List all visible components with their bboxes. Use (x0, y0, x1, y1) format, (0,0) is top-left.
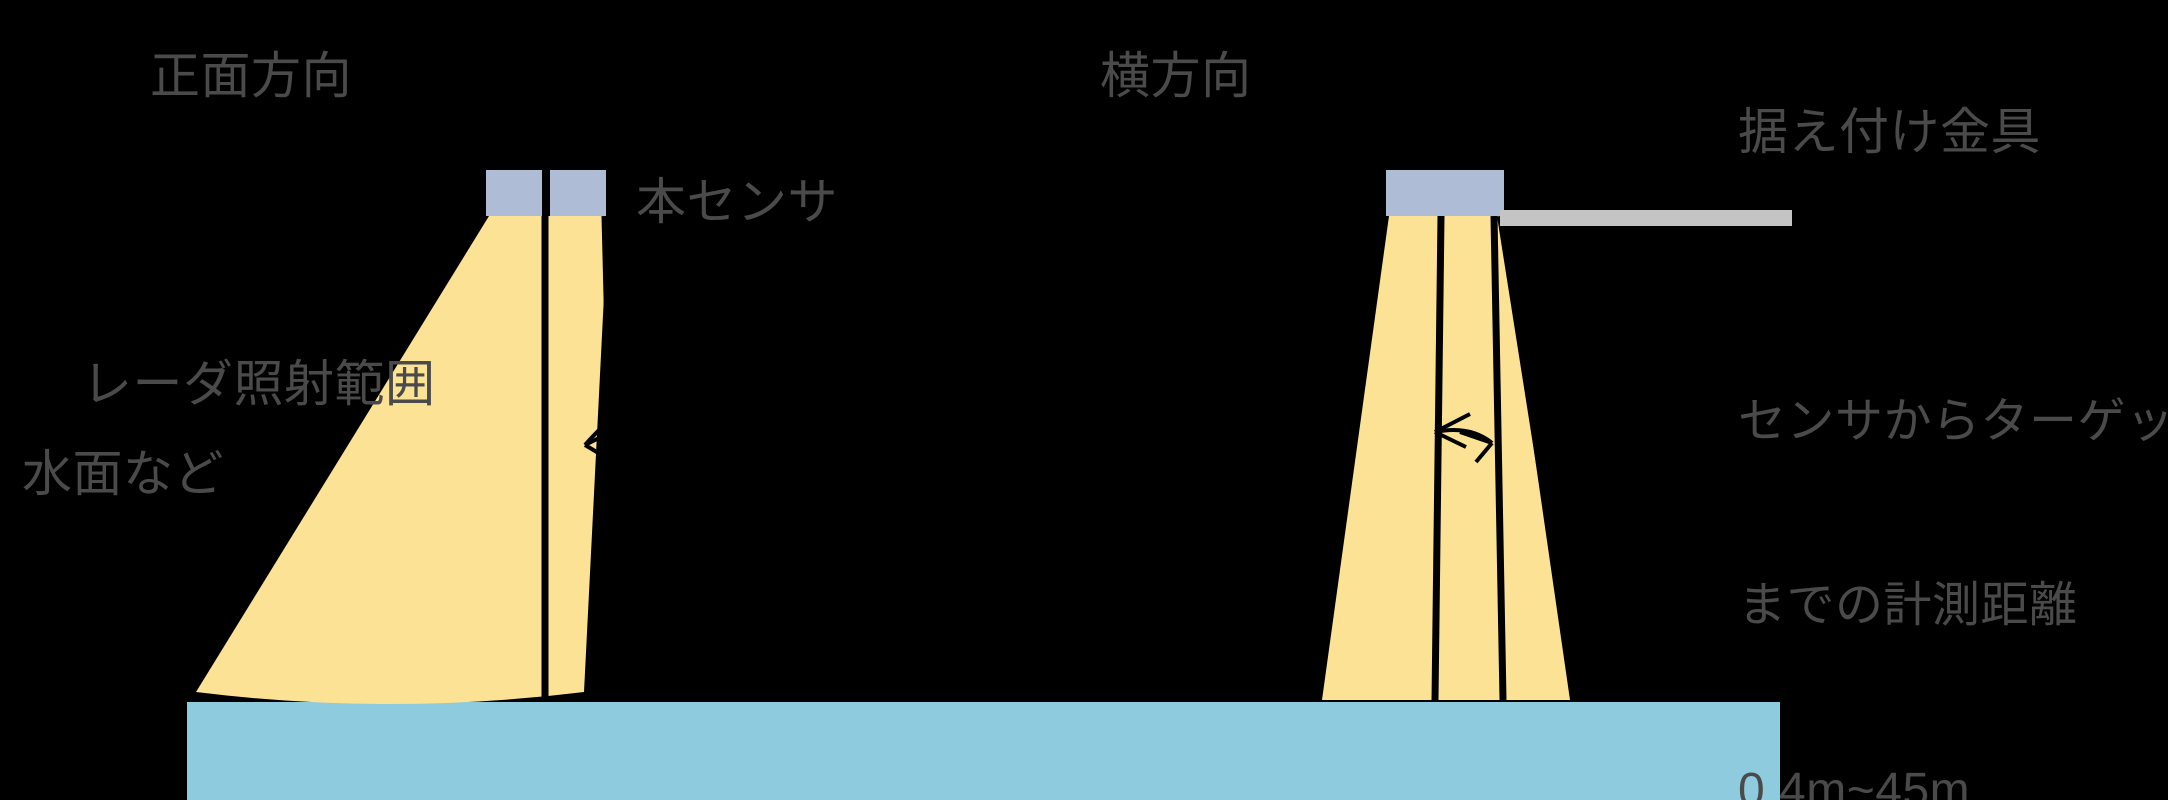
side-radar-beam (1322, 216, 1570, 700)
front-sensor-block-left (486, 170, 542, 216)
label-front-view: 正面方向 (150, 48, 352, 104)
label-radar-range: レーダ照射範囲 (82, 356, 436, 412)
distance-range-value: 0.4m~45m (1738, 763, 1971, 800)
mounting-bracket-bar (1500, 210, 1792, 226)
front-sensor-block-right (550, 170, 606, 216)
side-angle-arrowhead-right (1459, 430, 1494, 464)
front-radar-beam (196, 216, 608, 704)
front-view-group (196, 170, 667, 704)
label-water-surface: 水面など (22, 446, 224, 502)
side-beam-center-axis (1431, 215, 1445, 701)
label-side-view: 横方向 (1100, 48, 1252, 104)
label-measurement-distance: センサからターゲット までの計測距離 0.4m~45m (1738, 268, 2168, 800)
front-inner-beam-edge (601, 215, 621, 701)
front-angle-arrowhead-right (622, 380, 667, 434)
distance-text-line-1: センサからターゲット (1738, 394, 2168, 448)
side-sensor-block (1386, 170, 1504, 216)
label-sensor: 本センサ (636, 174, 838, 230)
side-beam-tilt-line (1497, 215, 1549, 509)
label-mounting-bracket: 据え付け金具 (1738, 104, 2041, 160)
water-surface-band (187, 702, 1780, 800)
front-angle-arrowhead-left (583, 422, 629, 472)
distance-text-line-2: までの計測距離 (1738, 579, 2078, 633)
side-inner-beam-edge (1490, 215, 1507, 701)
side-angle-arrowhead-left (1434, 412, 1471, 449)
side-view-group (1322, 170, 1792, 701)
